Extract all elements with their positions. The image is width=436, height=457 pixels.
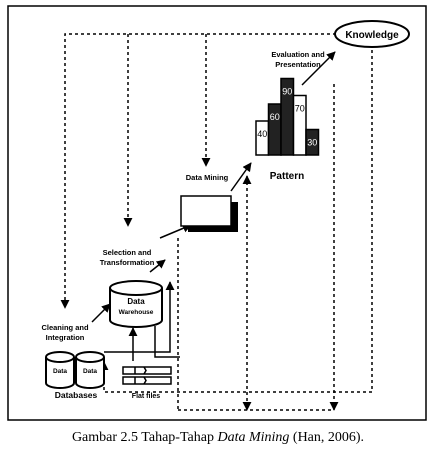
pattern-bar-label: 70 (295, 104, 305, 114)
database-cylinder-left (45, 351, 75, 389)
pattern-bar (305, 128, 320, 156)
cleaning-label-line2: Integration (46, 333, 85, 342)
knowledge-node (334, 20, 410, 48)
caption-prefix: Gambar 2.5 Tahap-Tahap (71, 430, 218, 445)
evaluation-label-line1: Evaluation and (271, 50, 325, 59)
cleaning-label-line1: Cleaning and (41, 323, 89, 332)
warehouse-label-line1: Data (127, 297, 145, 306)
flat-files-label: Flat files (132, 393, 161, 400)
process-arrows (91, 51, 336, 361)
evaluation-label-line2: Presentation (275, 60, 321, 69)
knowledge-label: Knowledge (345, 30, 399, 41)
figure-caption: Gambar 2.5 Tahap-Tahap Data Mining (Han,… (0, 430, 436, 446)
pattern-label: Pattern (270, 171, 304, 182)
selection-label-line1: Selection and (103, 248, 152, 257)
caption-suffix: (Han, 2006). (289, 430, 365, 445)
pattern-bar (292, 94, 307, 156)
data-mining-label: Data Mining (186, 173, 229, 182)
selection-label-line2: Transformation (100, 258, 155, 267)
databases-label: Databases (55, 390, 98, 400)
pattern-bar-label: 40 (257, 129, 267, 139)
data-warehouse-node (109, 280, 163, 328)
database-right-label: Data (83, 368, 97, 375)
figure-frame (7, 5, 427, 421)
data-mining-box (180, 195, 232, 227)
pattern-bar-label: 90 (282, 87, 292, 97)
caption-italic: Data Mining (217, 430, 290, 445)
database-cylinder-right (75, 351, 105, 389)
pattern-bar-label: 30 (307, 138, 317, 148)
warehouse-label-line2: Warehouse (119, 309, 154, 316)
database-left-label: Data (53, 368, 67, 375)
pattern-bar-label: 60 (270, 112, 280, 122)
flat-files-node (122, 366, 172, 385)
